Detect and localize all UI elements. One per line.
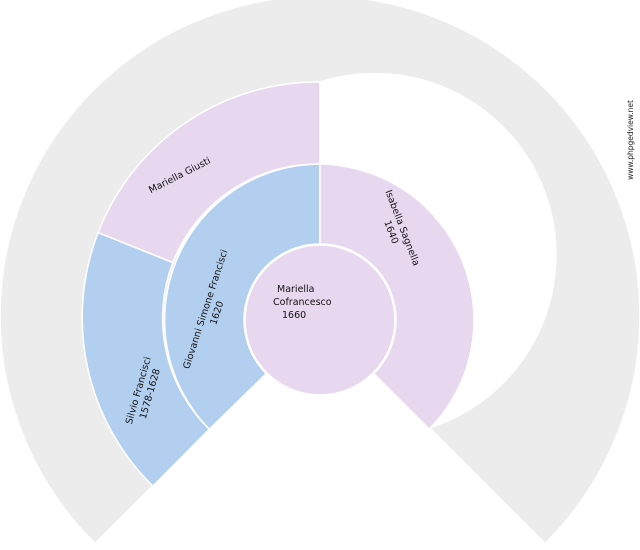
father-segment[interactable] [163, 163, 321, 431]
root-year: 1660 [282, 310, 306, 321]
mother-segment[interactable] [319, 163, 475, 431]
paternal-grandmother-segment[interactable] [97, 81, 321, 264]
root-person-circle[interactable] [244, 244, 396, 396]
root-name-line2: Cofrancesco [273, 297, 332, 308]
watermark[interactable]: www.phpgedview.net [626, 100, 635, 180]
root-name-line1: Mariella [277, 284, 315, 295]
